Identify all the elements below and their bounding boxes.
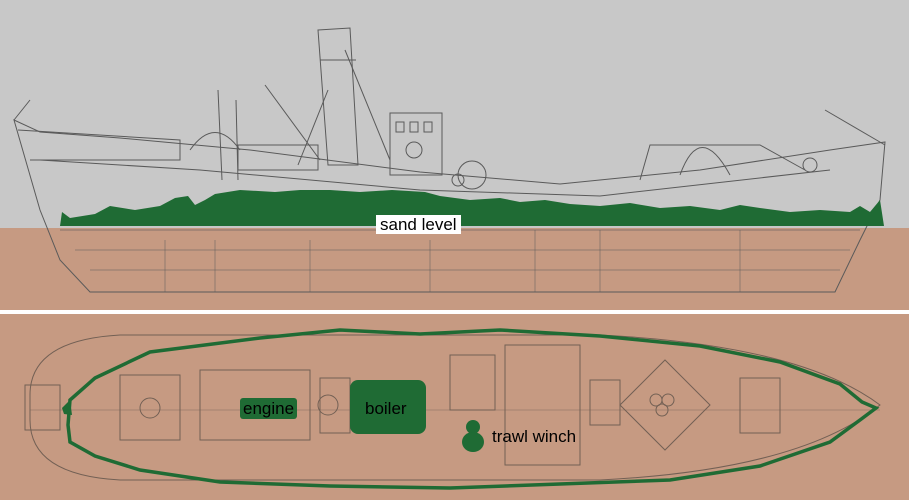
trawl-winch-label: trawl winch <box>492 427 577 446</box>
boiler-block <box>350 380 426 434</box>
sand-band <box>0 228 909 310</box>
plan-background <box>0 314 909 500</box>
trawl-winch-marker <box>462 420 484 452</box>
sand-level-label: sand level <box>376 215 461 234</box>
sand-tip-left <box>62 400 72 415</box>
sky-band <box>0 0 909 228</box>
side-elevation <box>13 27 886 293</box>
deck-plan <box>24 334 881 481</box>
sand-deposit-side <box>60 190 884 226</box>
sand-outline-plan <box>66 328 880 490</box>
divider-line <box>0 310 909 314</box>
boiler-label: boiler <box>365 399 407 418</box>
engine-label: engine <box>240 398 298 419</box>
